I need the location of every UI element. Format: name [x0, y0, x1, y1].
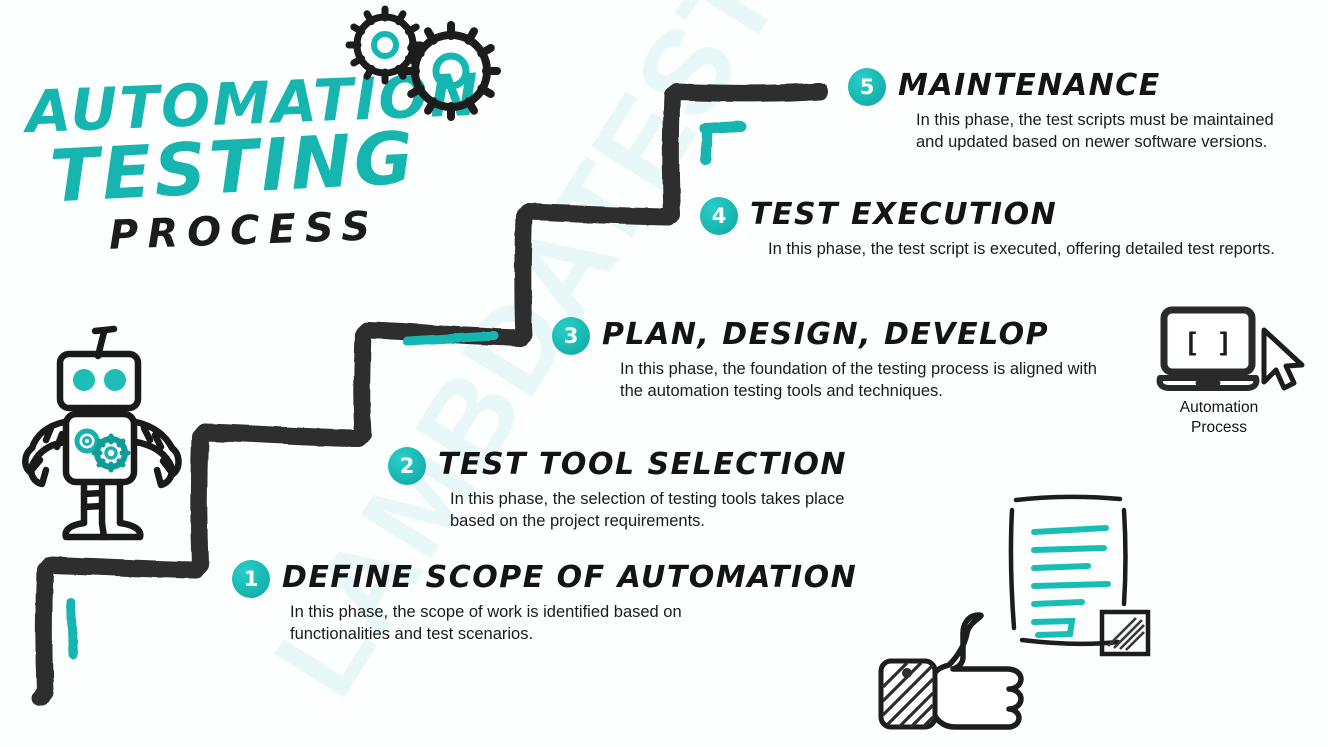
- step-4[interactable]: 4 TEST EXECUTION In this phase, the test…: [700, 197, 1308, 261]
- step-3-description: In this phase, the foundation of the tes…: [620, 360, 1097, 400]
- step-3[interactable]: 3 PLAN, DESIGN, DEVELOP In this phase, t…: [552, 317, 1120, 403]
- step-2-title: TEST TOOL SELECTION: [438, 447, 847, 482]
- step-4-number-badge: 4: [700, 197, 738, 235]
- document-stamp: [1099, 609, 1151, 657]
- thumbs-up-cuff: [878, 658, 938, 730]
- gear-large-icon: [401, 21, 501, 121]
- step-5-number-badge: 5: [848, 68, 886, 106]
- laptop-caption-line-2: Process: [1191, 418, 1247, 436]
- step-1-header: 1 DEFINE SCOPE OF AUTOMATION: [232, 560, 857, 598]
- step-2-description: In this phase, the selection of testing …: [450, 490, 845, 530]
- step-3-number-badge: 3: [552, 317, 590, 355]
- step-4-title: TEST EXECUTION: [750, 197, 1058, 232]
- step-1-number-badge: 1: [232, 560, 270, 598]
- step-1[interactable]: 1 DEFINE SCOPE OF AUTOMATION In this pha…: [232, 560, 857, 646]
- thumbs-up-icon: [878, 612, 1024, 730]
- step-4-header: 4 TEST EXECUTION: [700, 197, 1308, 235]
- step-2[interactable]: 2 TEST TOOL SELECTION In this phase, the…: [388, 447, 870, 533]
- document-icon: [1008, 494, 1151, 657]
- laptop-caption: Automation Process: [1158, 398, 1280, 438]
- step-1-title: DEFINE SCOPE OF AUTOMATION: [282, 560, 858, 595]
- step-2-number-badge: 2: [388, 447, 426, 485]
- step-5[interactable]: 5 MAINTENANCE In this phase, the test sc…: [848, 68, 1276, 154]
- robot-chest-gear-small: [74, 428, 100, 454]
- document-text-lines: [1031, 525, 1111, 638]
- step-4-description: In this phase, the test script is execut…: [768, 240, 1275, 258]
- step-5-title: MAINTENANCE: [898, 68, 1161, 103]
- laptop-screen-glyph: [ ]: [1184, 328, 1233, 359]
- step-5-header: 5 MAINTENANCE: [848, 68, 1276, 106]
- step-2-header: 2 TEST TOOL SELECTION: [388, 447, 870, 485]
- laptop-icon: [ ]: [1156, 306, 1260, 391]
- step-3-header: 3 PLAN, DESIGN, DEVELOP: [552, 317, 1120, 355]
- step-3-title: PLAN, DESIGN, DEVELOP: [602, 317, 1050, 352]
- step-5-description: In this phase, the test scripts must be …: [916, 111, 1274, 151]
- laptop-caption-line-1: Automation: [1179, 399, 1259, 416]
- robot-icon: [22, 325, 182, 541]
- step-1-description: In this phase, the scope of work is iden…: [290, 603, 682, 643]
- robot-eye-left: [73, 369, 95, 391]
- mouse-cursor-icon: [1261, 327, 1305, 391]
- robot-chest-gear-large: [91, 433, 131, 473]
- robot-eye-right: [104, 369, 126, 391]
